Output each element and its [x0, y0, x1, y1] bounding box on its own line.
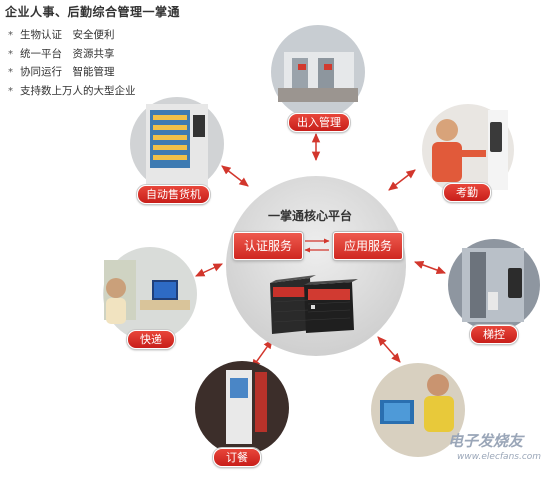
- core-platform-title: 一掌通核心平台: [267, 209, 352, 223]
- watermark-url: www.elecfans.com: [457, 452, 542, 462]
- bullet-star-icon: *: [8, 48, 13, 60]
- node-elevator-photo: [448, 239, 540, 331]
- watermark-brand: 电子发烧友: [448, 432, 524, 450]
- arrow-express: [195, 263, 223, 277]
- arrow-attendance: [388, 169, 416, 191]
- feature-item: *支持数上万人的大型企业: [8, 82, 136, 101]
- label-express: 快递: [127, 330, 175, 349]
- label-access: 出入管理: [288, 113, 350, 132]
- bullet-star-icon: *: [8, 67, 13, 78]
- label-order-meal: 订餐: [213, 448, 261, 467]
- node-order-meal-photo: [195, 361, 289, 455]
- app-service-box: 应用服务: [333, 232, 403, 260]
- label-elevator: 梯控: [470, 325, 518, 344]
- bullet-star-icon: *: [8, 85, 13, 97]
- arrow-vending: [221, 165, 249, 187]
- node-attendance-photo: [422, 104, 514, 196]
- feature-list: *生物认证 安全便利 *统一平台 资源共享 *协同运行 智能管理 *支持数上万人…: [8, 26, 136, 100]
- feature-item: *协同运行 智能管理: [8, 63, 136, 82]
- bullet-star-icon: *: [8, 30, 13, 41]
- auth-service-box: 认证服务: [233, 232, 303, 260]
- node-vending-photo: [130, 97, 224, 191]
- service-arrows: [304, 238, 330, 253]
- label-vending: 自动售货机: [137, 185, 210, 204]
- arrow-canteen: [377, 336, 401, 363]
- label-attendance: 考勤: [443, 183, 491, 202]
- feature-item: *生物认证 安全便利: [8, 26, 136, 45]
- core-platform-circle: [226, 176, 406, 356]
- feature-item: *统一平台 资源共享: [8, 45, 136, 64]
- arrow-elevator: [414, 260, 446, 275]
- node-canteen-photo: [371, 363, 465, 457]
- server-rack-icon: [270, 275, 358, 334]
- node-express-photo: [103, 247, 197, 341]
- node-access-photo: [271, 25, 365, 119]
- page-title: 企业人事、后勤综合管理一掌通: [5, 5, 181, 19]
